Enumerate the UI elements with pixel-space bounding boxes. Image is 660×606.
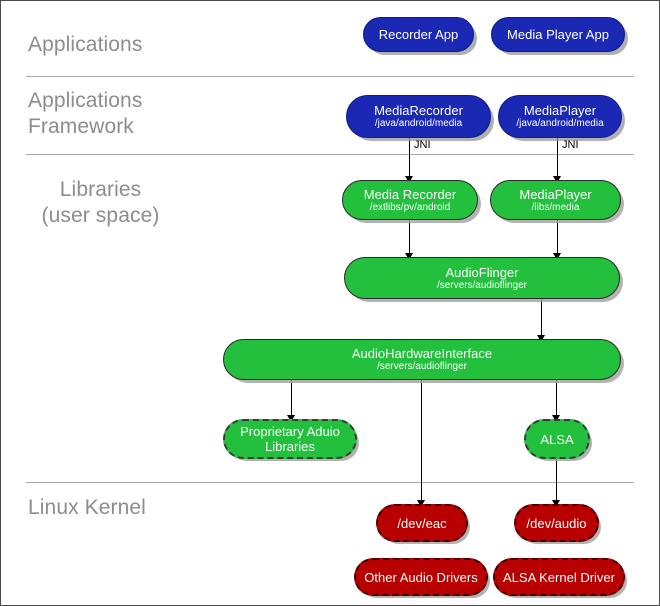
node-other-audio-drivers[interactable]: Other Audio Drivers — [354, 558, 488, 596]
layer-label-applications-framework-line2: Framework — [28, 115, 134, 138]
node-media-player-framework[interactable]: MediaPlayer /java/android/media — [498, 95, 622, 138]
node-recorder-app[interactable]: Recorder App — [363, 17, 474, 52]
connector-label-jni-right: JNI — [562, 139, 579, 151]
node-media-recorder-lib[interactable]: Media Recorder /extlibs/pv/android — [342, 180, 478, 220]
node-alsa-title: ALSA — [540, 431, 574, 447]
divider-framework-libraries — [26, 154, 634, 155]
node-audio-hardware-interface-path: /servers/audioflinger — [376, 361, 468, 372]
node-media-player-framework-path: /java/android/media — [516, 118, 604, 129]
node-alsa-kernel-driver-title: ALSA Kernel Driver — [503, 569, 615, 585]
node-dev-audio-title: /dev/audio — [526, 515, 587, 531]
connector-label-jni-left: JNI — [414, 139, 431, 151]
node-alsa-kernel-driver[interactable]: ALSA Kernel Driver — [493, 558, 625, 596]
node-media-player-app[interactable]: Media Player App — [491, 17, 625, 52]
layer-label-applications: Applications — [28, 33, 143, 56]
node-media-player-framework-title: MediaPlayer — [523, 103, 597, 118]
connector-mediaplayerlib-to-audioflinger — [557, 219, 558, 257]
node-recorder-app-title: Recorder App — [378, 27, 459, 42]
connector-mediarecorder-to-lib — [409, 138, 410, 180]
node-dev-eac-title: /dev/eac — [397, 515, 447, 531]
connector-ahi-to-alsa — [556, 379, 557, 419]
node-proprietary-audio-libraries[interactable]: Proprietary Aduio Libraries — [223, 419, 357, 459]
divider-applications-framework — [26, 76, 634, 77]
node-proprietary-audio-libraries-title-line2: Libraries — [265, 439, 315, 454]
node-media-recorder-lib-path: /extlibs/pv/android — [369, 201, 451, 213]
node-media-recorder-framework[interactable]: MediaRecorder /java/android/media — [346, 95, 491, 138]
node-media-recorder-lib-title: Media Recorder — [363, 186, 457, 202]
node-media-player-app-title: Media Player App — [507, 27, 609, 42]
node-media-player-lib-path: /libs/media — [531, 201, 580, 213]
node-audioflinger-path: /servers/audioflinger — [436, 279, 528, 291]
layer-label-libraries-line2: (user space) — [41, 204, 160, 227]
node-alsa[interactable]: ALSA — [524, 419, 590, 459]
layer-label-libraries-line1: Libraries — [59, 178, 142, 201]
node-dev-audio[interactable]: /dev/audio — [514, 504, 599, 542]
layer-label-applications-framework-line1: Applications — [28, 89, 143, 112]
node-dev-eac[interactable]: /dev/eac — [376, 504, 468, 542]
node-other-audio-drivers-title: Other Audio Drivers — [364, 569, 478, 585]
node-media-recorder-framework-path: /java/android/media — [374, 118, 463, 129]
node-proprietary-audio-libraries-title-line1: Proprietary Aduio — [240, 424, 340, 439]
node-audio-hardware-interface-title: AudioHardwareInterface — [351, 346, 493, 361]
connector-audioflinger-to-audiohardwareinterface — [541, 298, 542, 340]
connector-ahi-to-dev-eac — [421, 379, 422, 504]
node-media-recorder-framework-title: MediaRecorder — [374, 103, 463, 118]
connector-mediaplayer-to-lib — [557, 138, 558, 180]
node-media-player-lib-title: MediaPlayer — [519, 186, 592, 202]
node-audioflinger[interactable]: AudioFlinger /servers/audioflinger — [344, 257, 620, 299]
node-audio-hardware-interface[interactable]: AudioHardwareInterface /servers/audiofli… — [223, 339, 621, 380]
connector-mediarecorderlib-to-audioflinger — [409, 219, 410, 257]
connector-alsa-to-dev-audio — [556, 458, 557, 504]
divider-libraries-kernel — [26, 482, 634, 483]
connector-ahi-to-proprietary — [291, 379, 292, 419]
layer-label-linux-kernel: Linux Kernel — [28, 496, 146, 519]
node-audioflinger-title: AudioFlinger — [445, 264, 519, 280]
node-media-player-lib[interactable]: MediaPlayer /libs/media — [490, 180, 621, 220]
